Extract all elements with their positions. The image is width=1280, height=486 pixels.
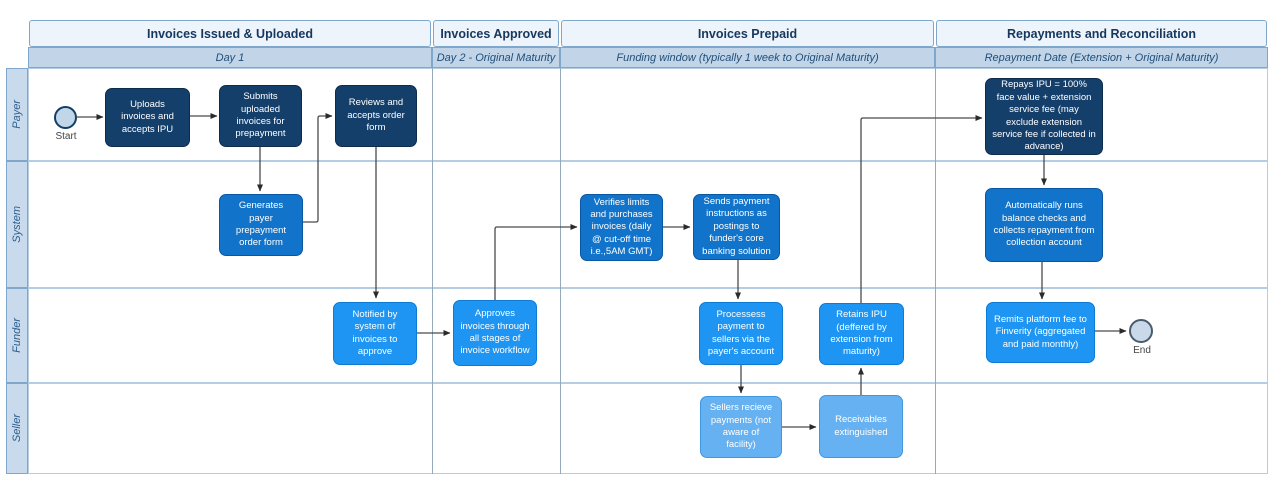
lane-label-seller-text: Seller <box>11 414 23 443</box>
start-event-label: Start <box>55 131 77 142</box>
lane-label-system-text: System <box>11 206 23 243</box>
lane-label-payer-text: Payer <box>11 100 23 129</box>
lane-label-funder-text: Funder <box>11 318 23 353</box>
node-notified-by-system: Notified by system of invoices to approv… <box>333 302 417 365</box>
node-sends-payment-instructions: Sends payment instructions as postings t… <box>693 194 780 260</box>
lane-label-seller: Seller <box>6 383 28 474</box>
node-verifies-limits: Verifies limits and purchases invoices (… <box>580 194 663 261</box>
node-receivables-extinguished: Receivables extinguished <box>819 395 903 458</box>
node-remits-platform-fee: Remits platform fee to Finverity (aggreg… <box>986 302 1095 363</box>
start-event-circle <box>54 106 77 129</box>
column-divider-1 <box>432 68 433 474</box>
subheader-day-1: Day 1 <box>28 47 432 68</box>
lane-label-funder: Funder <box>6 288 28 383</box>
column-divider-3 <box>935 68 936 474</box>
node-submits-uploaded-invoices: Submits uploaded invoices for prepayment <box>219 85 302 147</box>
end-event-circle <box>1129 319 1153 343</box>
column-header-invoices-prepaid: Invoices Prepaid <box>561 20 934 47</box>
column-header-invoices-issued: Invoices Issued & Uploaded <box>29 20 431 47</box>
node-approves-invoices: Approves invoices through all stages of … <box>453 300 537 366</box>
column-header-repayments: Repayments and Reconciliation <box>936 20 1267 47</box>
column-divider-2 <box>560 68 561 474</box>
node-runs-balance-checks: Automatically runs balance checks and co… <box>985 188 1103 262</box>
node-uploads-invoices: Uploads invoices and accepts IPU <box>105 88 190 147</box>
end-event-label: End <box>1133 345 1151 356</box>
node-retains-ipu: Retains IPU (deffered by extension from … <box>819 303 904 365</box>
subheader-funding-window: Funding window (typically 1 week to Orig… <box>560 47 935 68</box>
column-header-invoices-approved: Invoices Approved <box>433 20 559 47</box>
node-reviews-accepts-order: Reviews and accepts order form <box>335 85 417 147</box>
node-processes-payment: Processess payment to sellers via the pa… <box>699 302 783 365</box>
subheader-repayment-date: Repayment Date (Extension + Original Mat… <box>935 47 1268 68</box>
lane-label-system: System <box>6 161 28 288</box>
lane-seller-row <box>28 383 1268 474</box>
subheader-day-2: Day 2 - Original Maturity <box>432 47 560 68</box>
lane-label-payer: Payer <box>6 68 28 161</box>
node-sellers-receive-payments: Sellers recieve payments (not aware of f… <box>700 396 782 458</box>
node-repays-ipu: Repays IPU = 100% face value + extension… <box>985 78 1103 155</box>
node-generates-order-form: Generates payer prepayment order form <box>219 194 303 256</box>
